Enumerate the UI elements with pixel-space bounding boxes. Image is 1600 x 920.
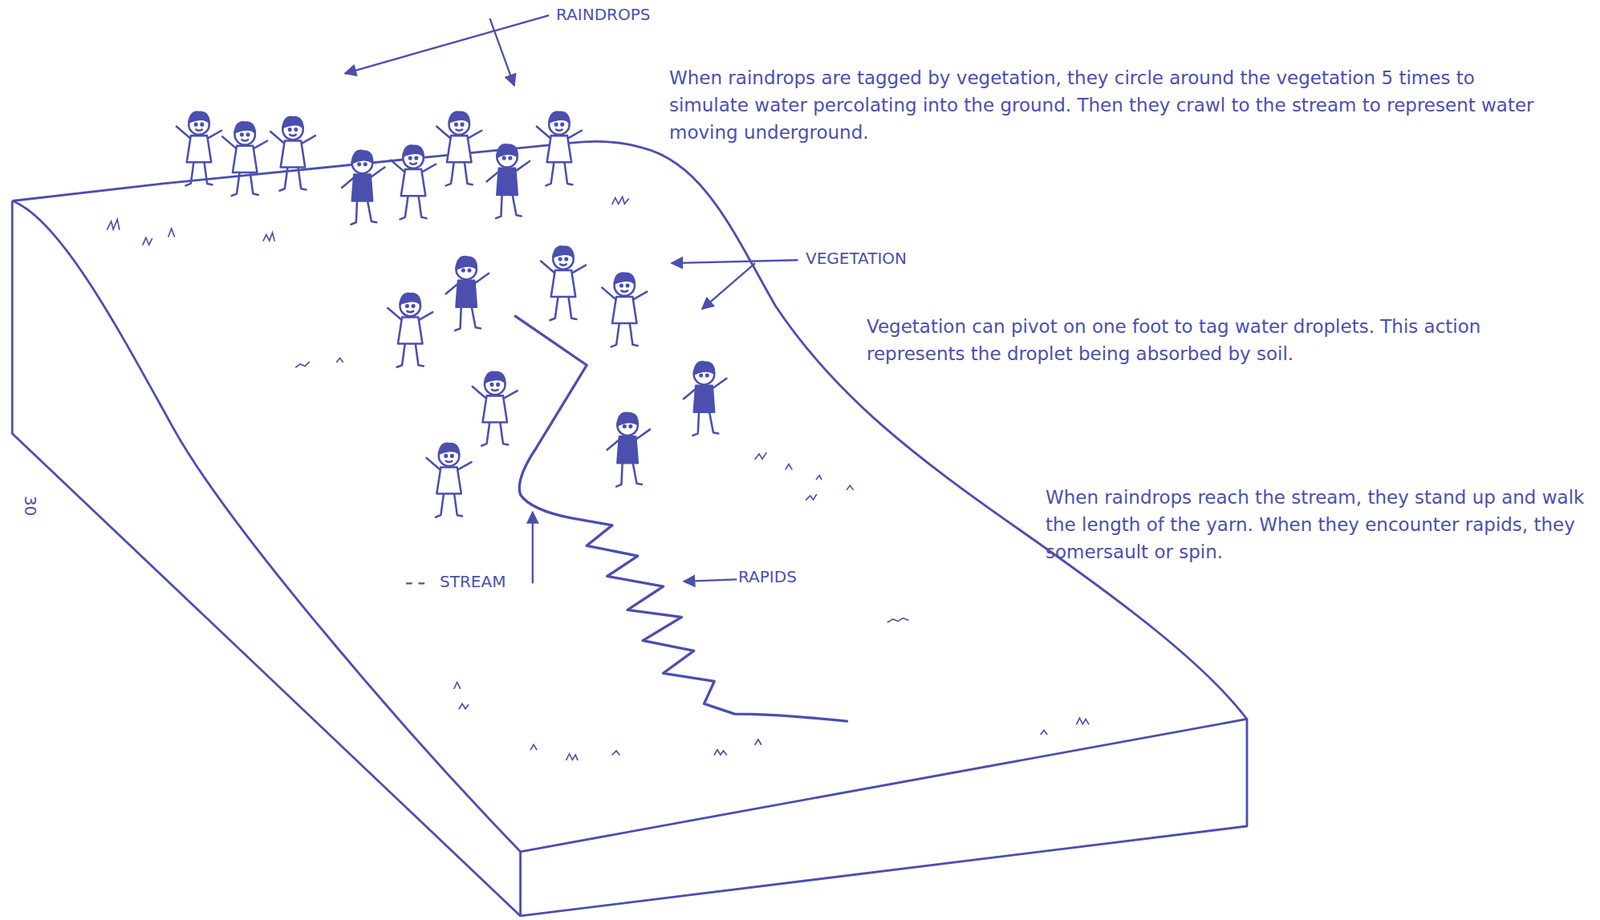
raindrop-child — [390, 145, 436, 220]
callout-label: RAPIDS — [738, 567, 797, 587]
raindrop-child — [426, 443, 472, 518]
stream-line — [515, 316, 847, 722]
front-face — [520, 718, 1247, 916]
raindrop-child — [436, 112, 482, 187]
page-number: 30 — [20, 495, 41, 516]
leader-arrow — [671, 259, 799, 264]
grass-tufts — [107, 196, 1089, 760]
callout-label: STREAM — [439, 572, 506, 592]
leader-arrow — [531, 511, 534, 584]
side-face — [12, 201, 520, 917]
leader-arrow — [702, 263, 756, 309]
leader-arrow — [683, 579, 737, 582]
leader-dash — [406, 582, 425, 585]
children-figures — [176, 112, 727, 518]
raindrop-child — [487, 144, 530, 219]
instruction-note: Vegetation can pivot on one foot to tag … — [866, 312, 1573, 368]
raindrop-child — [607, 413, 650, 488]
stream-path — [515, 316, 847, 722]
raindrop-child — [536, 112, 582, 187]
vegetation-child — [540, 246, 586, 321]
leader-arrow — [345, 15, 549, 74]
vegetation-child — [601, 272, 647, 347]
instruction-note: When raindrops reach the stream, they st… — [1045, 483, 1600, 566]
leader-arrow — [489, 18, 515, 86]
callout-label: VEGETATION — [805, 248, 907, 269]
hill-edge — [642, 147, 1247, 719]
raindrop-child — [222, 121, 268, 196]
vegetation-child — [683, 361, 727, 436]
side-edge — [12, 201, 520, 853]
instruction-note: When raindrops are tagged by vegetation,… — [669, 64, 1560, 147]
raindrop-child — [270, 117, 316, 191]
raindrop-child — [472, 372, 518, 447]
raindrop-child — [341, 150, 385, 225]
raindrop-child — [176, 112, 222, 187]
raindrop-child — [446, 256, 489, 331]
callout-label: RAINDROPS — [556, 4, 650, 25]
raindrop-child — [387, 293, 433, 368]
